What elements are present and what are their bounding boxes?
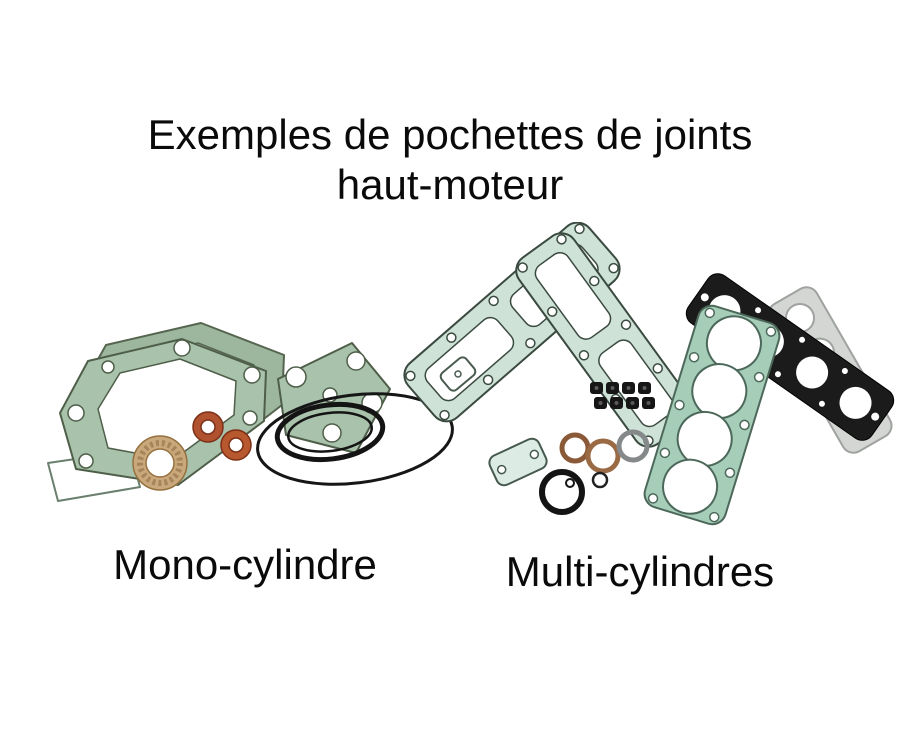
- copper-washers: [192, 411, 252, 461]
- small-port-gasket-white: [439, 356, 477, 392]
- page-title-line1: Exemples de pochettes de joints: [147, 111, 753, 158]
- fiber-washer: [132, 435, 188, 491]
- caption-mono-cylindre: Mono-cylindre: [113, 541, 377, 588]
- page-title-line2: haut-moteur: [336, 161, 564, 209]
- o-ring-large: [256, 392, 454, 486]
- valve-stem-seals: [590, 382, 655, 409]
- caption-multi-cylindres: Multi-cylindres: [505, 548, 775, 595]
- small-o-ring: [591, 471, 609, 489]
- valve-cover-gasket-right: [515, 232, 695, 448]
- round-seal-gasket: [539, 469, 585, 515]
- small-port-gasket: [488, 437, 548, 487]
- multi-gasket-photo: [403, 222, 895, 526]
- four-bore-head-gasket-green: [643, 304, 781, 526]
- o-ring-double: [274, 401, 386, 463]
- mono-gasket-photo: [47, 322, 454, 502]
- copper-rings: [559, 429, 650, 474]
- page-title: Exemples de pochettes de joints haut-mot…: [0, 110, 900, 211]
